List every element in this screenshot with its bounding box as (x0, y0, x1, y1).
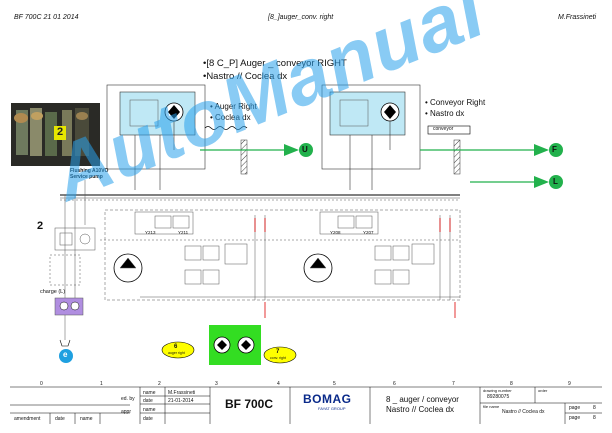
pump-photo (11, 103, 100, 166)
ed-by-label: ed. by (121, 396, 135, 402)
badge-6-num: 6 (174, 344, 178, 350)
name-label-2: name (143, 407, 156, 413)
test-ports (254, 218, 456, 318)
model-name: BF 700C (225, 397, 274, 411)
motor-left-label-2: • Coclea dx (210, 113, 251, 122)
connector-u (299, 143, 313, 157)
col-num-3: 3 (215, 381, 218, 387)
right-motor-block (321, 84, 471, 190)
connector-e-label: e (63, 350, 68, 359)
amendment-label: amendment (14, 416, 41, 422)
badge-7-text: conv. right (270, 356, 286, 360)
connector-f-label: F (552, 145, 557, 154)
date-label: date (143, 398, 153, 404)
drawing-number: 89280075 (487, 394, 510, 400)
author: M.Frassineti (168, 390, 196, 396)
title-block-lines (10, 386, 602, 424)
valve-label-y211: Y211 (178, 230, 189, 235)
badge-auger-right (161, 341, 195, 359)
col-num-8: 8 (510, 381, 513, 387)
badge-7-num: 7 (276, 349, 280, 355)
desc-line-2: Nastro // Coclea dx (386, 405, 455, 414)
desc-line-1: 8 _ auger / conveyor (386, 395, 459, 404)
badge-conv-right (263, 346, 297, 364)
green-arrows (200, 144, 549, 188)
col-num-0: 0 (40, 381, 43, 387)
badge-6-text: auger right (168, 351, 185, 355)
col-num-2: 2 (158, 381, 161, 387)
header-right: M.Frassineti (558, 14, 597, 21)
name-label: name (143, 390, 156, 396)
page-value: 8 (593, 405, 596, 411)
left-motor-block (106, 84, 248, 190)
header-center: [8_]auger_conv. right (268, 14, 334, 21)
pages-label: page (569, 415, 581, 421)
connector-l (549, 175, 563, 189)
green-joystick-block (209, 325, 261, 365)
motor-right-label-1: • Conveyor Right (425, 98, 486, 107)
valve-label-y208: Y208 (330, 230, 341, 235)
title-line-1: •[8 C_P] Auger _ conveyor RIGHT (203, 58, 347, 69)
file-name-label: file name (483, 404, 500, 409)
charge-block (54, 297, 84, 347)
col-num-7: 7 (452, 381, 455, 387)
valve-manifold (60, 194, 461, 301)
appr-label: appr (121, 409, 132, 415)
left-pump-section (49, 180, 96, 340)
drawing-number-label: drawing number (483, 388, 512, 393)
col-num-9: 9 (568, 381, 571, 387)
photo-number: 2 (57, 126, 64, 138)
valve-label-y207: Y207 (363, 230, 374, 235)
motor-right-label-2: • Nastro dx (425, 109, 465, 118)
amendment-date-label: date (55, 416, 65, 422)
connector-f (549, 143, 563, 157)
valve-label-y213: Y213 (145, 230, 156, 235)
connector-u-label: U (302, 145, 308, 154)
brand-sub: FAYAT GROUP (318, 406, 346, 411)
col-num-4: 4 (277, 381, 280, 387)
order-label: order (538, 388, 548, 393)
col-num-6: 6 (393, 381, 396, 387)
amendment-name-label: name (80, 416, 93, 422)
pump-label-2: Service pump (70, 174, 103, 180)
connector-e (59, 349, 73, 363)
date-label-2: date (143, 416, 153, 422)
conveyor-box-label: conveyor (433, 126, 454, 132)
motor-left-label-1: • Auger Right (210, 102, 257, 111)
brand-logo: BOMAG (303, 392, 352, 406)
pages-value: 8 (593, 415, 596, 421)
date-value: 21-01-2014 (168, 398, 194, 404)
col-num-5: 5 (333, 381, 336, 387)
page-label: page (569, 405, 581, 411)
connector-l-label: L (553, 177, 558, 186)
file-name: Nastro // Coclea dx (502, 409, 545, 415)
charge-label: charge (L) (40, 289, 66, 295)
title-line-2: •Nastro // Coclea dx (203, 71, 288, 82)
col-num-1: 1 (100, 381, 103, 387)
side-number: 2 (37, 220, 44, 232)
header-left: BF 700C 21 01 2014 (14, 14, 79, 21)
pump-label-1: Flushing A10VO (70, 168, 109, 174)
